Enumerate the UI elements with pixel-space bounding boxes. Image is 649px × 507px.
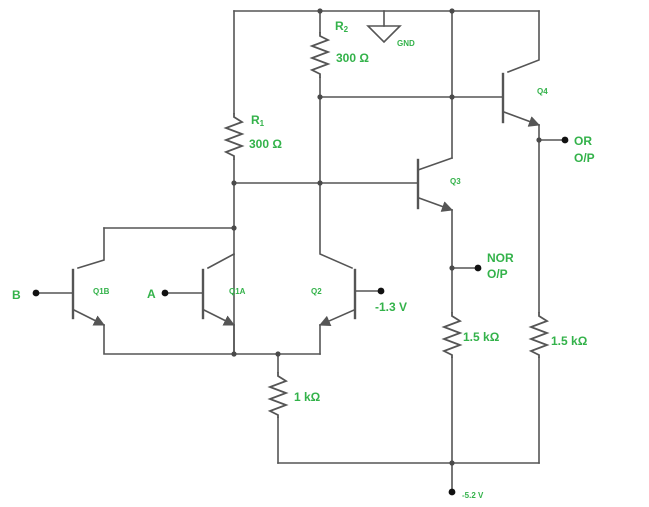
q4-label: Q4 bbox=[537, 87, 548, 96]
or-output-line1: OR bbox=[574, 134, 592, 148]
resistor-r1 bbox=[223, 113, 245, 160]
r1-value: 300 Ω bbox=[249, 137, 282, 151]
emitter-resistor-value: 1 kΩ bbox=[294, 390, 321, 404]
q3-label: Q3 bbox=[450, 177, 461, 186]
resistor-nor bbox=[441, 312, 463, 358]
q2-label: Q2 bbox=[311, 287, 322, 296]
wire-q2-collector-lead bbox=[319, 182, 354, 270]
wiring bbox=[35, 10, 564, 491]
resistor-or bbox=[528, 312, 550, 358]
transistor-q4 bbox=[501, 72, 541, 127]
r2-designator: R2 bbox=[335, 19, 349, 34]
terminal-b bbox=[32, 289, 40, 297]
wire-q1b-collector-lead bbox=[77, 227, 105, 269]
or-resistor-value: 1.5 kΩ bbox=[551, 334, 588, 348]
terminal-nor-output bbox=[474, 264, 482, 272]
nor-output-line1: NOR bbox=[487, 251, 514, 265]
resistor-r2 bbox=[309, 32, 331, 78]
supply-voltage-label: -5.2 V bbox=[462, 491, 484, 500]
terminal-or-output bbox=[561, 136, 569, 144]
or-output-line2: O/P bbox=[574, 151, 595, 165]
wire-q1a-collector-lead bbox=[206, 252, 236, 270]
wire-emitter-bus bbox=[103, 324, 321, 355]
input-b-label: B bbox=[12, 288, 21, 302]
r2-value: 300 Ω bbox=[336, 51, 369, 65]
resistor-emitter bbox=[267, 372, 289, 418]
reference-voltage-label: -1.3 V bbox=[375, 300, 407, 314]
nor-output-line2: O/P bbox=[487, 267, 508, 281]
transistor-q3 bbox=[416, 156, 454, 212]
q1a-label: Q1A bbox=[229, 287, 246, 296]
transistor-q2 bbox=[318, 268, 357, 327]
wire-q4-collector bbox=[506, 10, 540, 74]
r1-designator: R1 bbox=[251, 113, 265, 128]
q1b-label: Q1B bbox=[93, 287, 110, 296]
terminal-supply bbox=[448, 488, 456, 496]
input-a-label: A bbox=[147, 287, 156, 301]
junction-dots bbox=[231, 8, 542, 466]
gnd-label: GND bbox=[397, 39, 415, 48]
ground-symbol bbox=[366, 25, 402, 44]
nor-resistor-value: 1.5 kΩ bbox=[463, 330, 500, 344]
terminal-a bbox=[161, 289, 169, 297]
transistor-q1b bbox=[71, 268, 106, 327]
terminal-reference bbox=[377, 287, 385, 295]
transistor-q1a bbox=[201, 268, 236, 327]
